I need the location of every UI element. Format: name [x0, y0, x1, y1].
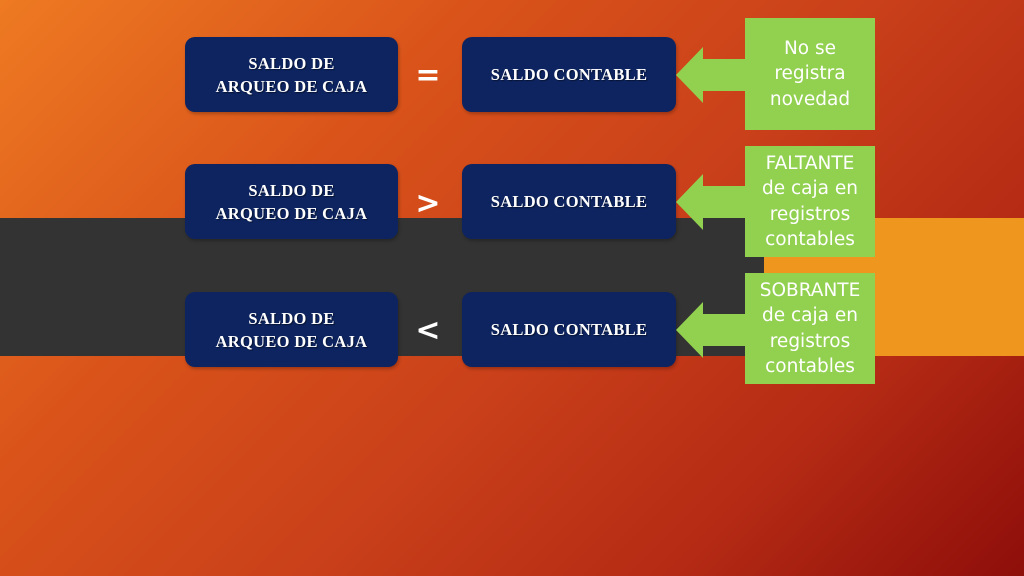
arqueo-box-1: SALDO DE ARQUEO DE CAJA	[185, 37, 398, 112]
arqueo-label-2: SALDO DE ARQUEO DE CAJA	[215, 180, 368, 223]
contable-box-2: SALDO CONTABLE	[462, 164, 676, 239]
equals-operator: =	[415, 57, 441, 93]
greater-than-operator: >	[415, 185, 441, 221]
contable-box-1: SALDO CONTABLE	[462, 37, 676, 112]
arqueo-box-3: SALDO DE ARQUEO DE CAJA	[185, 292, 398, 367]
note-3: SOBRANTE de caja en registros contables	[745, 273, 875, 384]
note-2: FALTANTE de caja en registros contables	[745, 146, 875, 257]
arqueo-box-2: SALDO DE ARQUEO DE CAJA	[185, 164, 398, 239]
note-1: No se registra novedad	[745, 18, 875, 130]
contable-box-3: SALDO CONTABLE	[462, 292, 676, 367]
contable-label-3: SALDO CONTABLE	[490, 320, 648, 339]
contable-label-2: SALDO CONTABLE	[490, 192, 648, 211]
less-than-operator: <	[415, 312, 441, 348]
contable-label-1: SALDO CONTABLE	[490, 65, 648, 84]
arqueo-label-3: SALDO DE ARQUEO DE CAJA	[215, 308, 368, 351]
arqueo-label-1: SALDO DE ARQUEO DE CAJA	[215, 53, 368, 96]
